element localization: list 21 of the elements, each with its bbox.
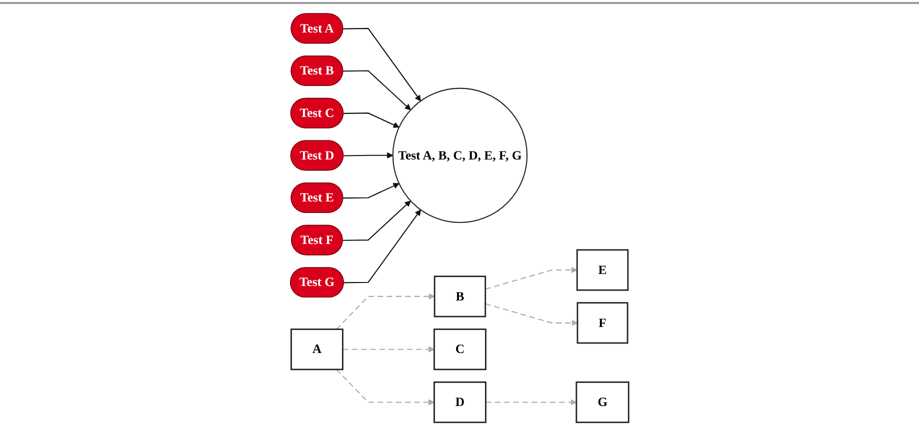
arrow (342, 200, 411, 241)
arrow (342, 346, 434, 352)
arrow (344, 112, 400, 128)
arrow (344, 209, 421, 284)
node-circle: Test A, B, C, D, E, F, G (392, 88, 528, 223)
arrow (485, 303, 578, 326)
node-box: F (576, 302, 628, 344)
node-box: D (434, 381, 486, 424)
arrow (336, 369, 434, 406)
arrow (336, 293, 435, 330)
node-box: A (290, 328, 344, 370)
arrow (344, 152, 394, 158)
node-box: B (434, 276, 486, 318)
node-box: G (576, 381, 630, 424)
arrow (486, 399, 577, 406)
arrow (343, 70, 411, 110)
node-box: C (434, 328, 486, 370)
arrow (485, 266, 578, 290)
arrow (343, 28, 421, 102)
node-box: E (576, 249, 629, 291)
arrow (343, 183, 400, 199)
